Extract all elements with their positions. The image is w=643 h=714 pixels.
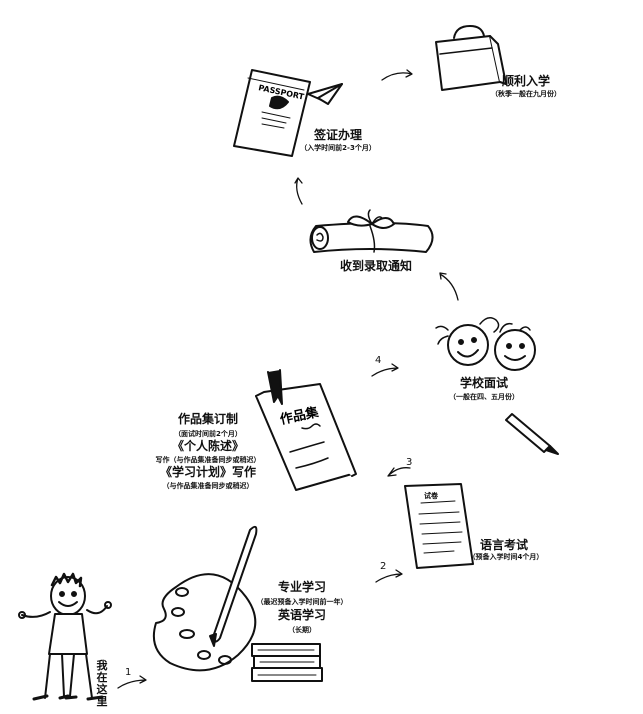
paper-plane-icon	[307, 83, 343, 105]
interview-sub: （一般在四、五月份）	[449, 393, 519, 401]
start-label: 我在这里	[96, 659, 108, 708]
visa-title: 签证办理	[313, 128, 362, 142]
portfolio-sub: （面试时间前2个月）	[174, 430, 242, 438]
study-plan-title: 《学习计划》写作	[159, 465, 256, 479]
arrow-offer-to-visa	[294, 177, 303, 205]
arrow-interview-to-offer	[439, 272, 459, 301]
arrow-visa-to-enroll	[381, 69, 413, 81]
arrow-1	[117, 675, 147, 689]
palette-brush-icon	[152, 525, 258, 672]
exam-paper-title: 试卷	[424, 491, 439, 500]
portfolio-book-icon	[255, 369, 357, 491]
visa-sub: （入学时间前2-3个月）	[300, 144, 376, 152]
enroll-sub: （秋季一般在九月份）	[491, 90, 561, 98]
study-title-english: 英语学习	[277, 608, 326, 622]
arrow-number-2: 2	[380, 561, 387, 572]
arrow-2	[375, 569, 403, 583]
study-title-major: 专业学习	[277, 580, 326, 594]
interview-title: 学校面试	[459, 376, 508, 390]
book-stack-icon	[251, 643, 323, 682]
offer-scroll-icon	[309, 209, 434, 253]
personal-statement-sub: 写作（与作品集准备同步或稍迟）	[155, 456, 261, 464]
arrow-number-4: 4	[375, 355, 382, 366]
study-sub-english: （长期）	[288, 626, 316, 634]
portfolio-title: 作品集订制	[177, 412, 238, 426]
study-plan-sub: （与作品集准备同步或稍迟）	[162, 482, 254, 490]
study-sub-major: （最迟预备入学时间前一年）	[256, 598, 348, 606]
language-exam-sub: （预备入学时间4个月）	[468, 553, 544, 561]
language-exam-title: 语言考试	[479, 538, 528, 552]
passport-icon	[233, 69, 311, 157]
exam-paper-icon	[404, 483, 474, 569]
suitcase-icon	[435, 25, 507, 91]
interview-faces-icon	[435, 317, 536, 371]
personal-statement-title: 《个人陈述》	[171, 439, 244, 453]
arrow-4	[371, 363, 399, 377]
pencil-icon	[505, 413, 559, 455]
flow-arrows	[117, 69, 459, 689]
enroll-title: 顺利入学	[501, 74, 550, 88]
arrow-3	[387, 467, 411, 477]
arrow-number-3: 3	[406, 457, 413, 468]
offer-title: 收到录取通知	[339, 259, 412, 273]
arrow-number-1: 1	[125, 667, 132, 678]
stick-figure-icon	[18, 572, 112, 701]
